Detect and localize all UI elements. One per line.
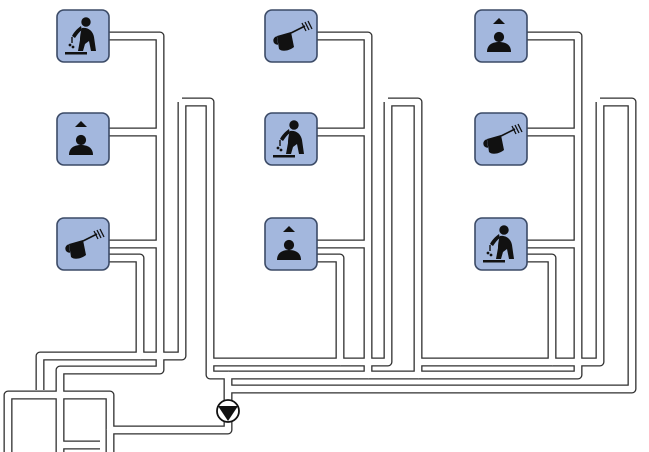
pipe-segment-core [552,102,604,366]
circulation-pump-icon [216,399,240,423]
pipe-segment-core [210,254,344,366]
pipe-segment-core [106,422,232,452]
pipe-segment [182,97,233,400]
fixture-column-3 [475,10,527,270]
pipe-segment [210,253,345,367]
person-washing-hands-icon [475,218,527,270]
pipe-segment [228,31,373,380]
pipe-segment-core [230,98,636,393]
pipe-segment-core [4,391,114,452]
pipe-segment-core [418,254,556,366]
pipe-segment-core [182,98,232,400]
watering-can-tool-icon [265,10,317,62]
pipe-segment-core [418,32,582,379]
pipe-segment [418,253,557,367]
pipe-segment [105,422,233,452]
fixture-column-1 [57,10,109,270]
person-washing-hands-icon [265,113,317,165]
shower-icon [57,113,109,165]
fixture-column-2 [265,10,317,270]
watering-can-tool-icon [57,218,109,270]
watering-can-tool-icon [475,113,527,165]
person-washing-hands-icon [57,10,109,62]
shower-icon [475,10,527,62]
shower-icon [265,218,317,270]
pipe-segment-core [228,32,372,379]
pipe-segment [368,97,423,380]
pipe-segment-core [56,32,164,452]
pipe-segment-core [140,102,186,360]
pipe-segment-core [340,102,392,366]
pipe-network [3,31,637,452]
pipe-segment-core [368,98,422,379]
